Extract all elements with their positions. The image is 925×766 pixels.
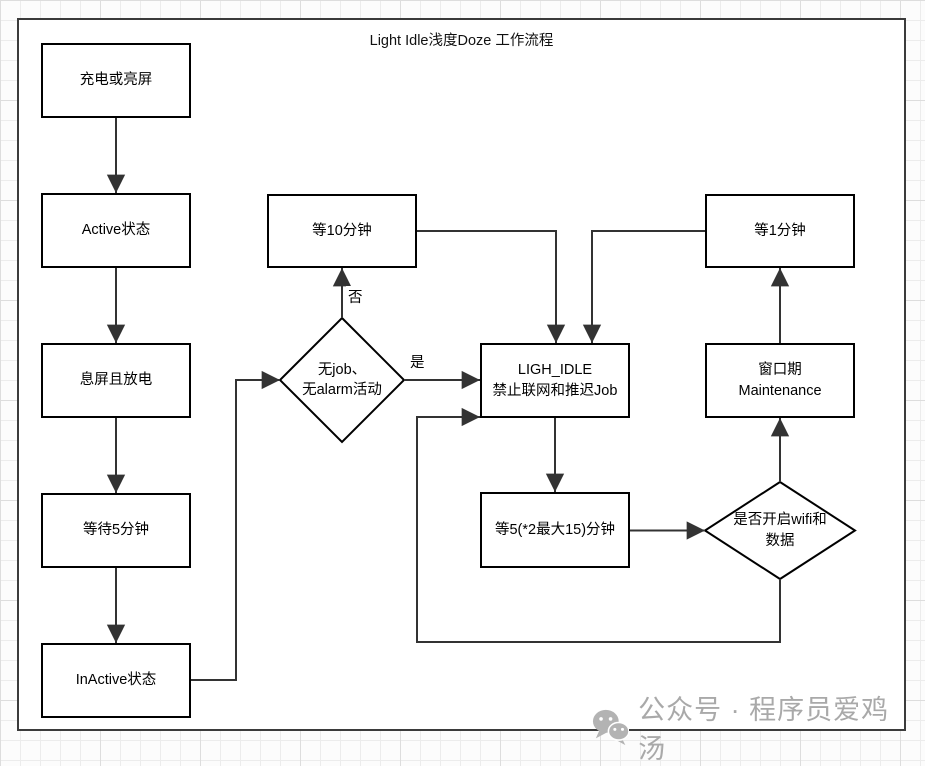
edge-label-no: 否 (346, 286, 365, 307)
node-light-idle: LIGH_IDLE 禁止联网和推迟Job (480, 343, 630, 418)
edge-wait1-to-lightidle (582, 230, 705, 343)
node-inactive-state: InActive状态 (41, 643, 191, 718)
watermark-text: 公众号 · 程序员爱鸡汤 (638, 695, 890, 764)
node-wait-5-min: 等待5分钟 (41, 493, 191, 568)
decision-label-wifi-data: 是否开启wifi和 数据 (733, 512, 827, 549)
node-wait-5-double-max-15: 等5(*2最大15)分钟 (480, 492, 630, 568)
edge-wifidiamond-loop-to-lightidle (416, 407, 781, 643)
node-screen-off-discharging: 息屏且放电 (41, 343, 191, 418)
edge-label-yes: 是 (408, 351, 427, 372)
diagram-canvas: Light Idle浅度Doze 工作流程 充电或亮屏 Active状态 息屏且… (17, 18, 906, 764)
node-wait-10-min: 等10分钟 (267, 194, 417, 268)
edge-wait10-to-lightidle (417, 230, 566, 343)
node-wait-1-min: 等1分钟 (705, 194, 855, 268)
wechat-icon (592, 709, 630, 746)
node-maintenance-window: 窗口期 Maintenance (705, 343, 855, 418)
watermark: 公众号 · 程序员爱鸡汤 (592, 688, 904, 766)
diagram-title: Light Idle浅度Doze 工作流程 (369, 33, 554, 49)
edge-inactive-to-diamond (191, 370, 280, 681)
node-active-state: Active状态 (41, 193, 191, 268)
flowchart-wires (106, 118, 857, 681)
node-charge-or-screen-on: 充电或亮屏 (41, 43, 191, 118)
decision-diamond-no-job-no-alarm (278, 316, 406, 444)
decision-label-no-job-no-alarm: 无job、 无alarm活动 (302, 361, 382, 398)
